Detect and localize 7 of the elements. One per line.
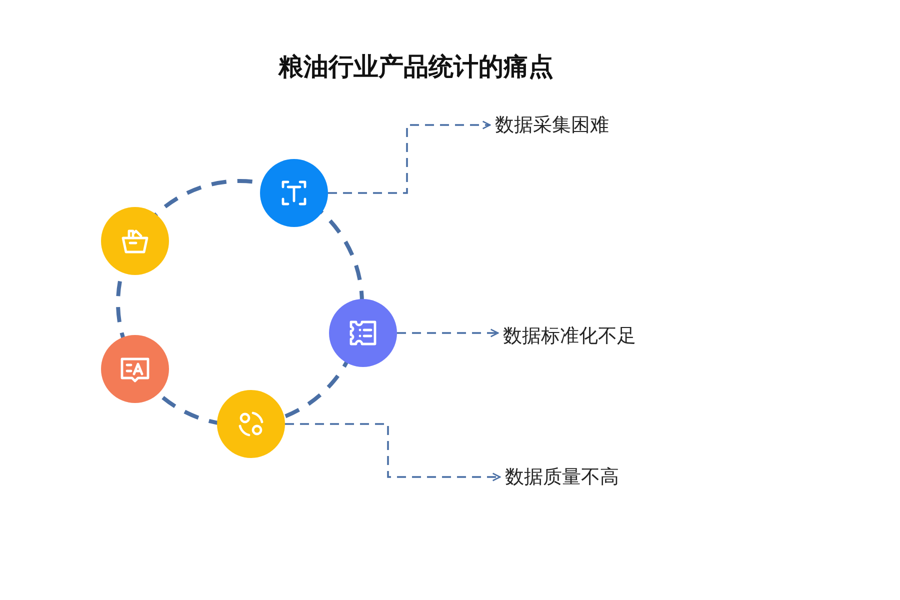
pain-point-label: 数据标准化不足 (503, 324, 636, 348)
diagram-title: 粮油行业产品统计的痛点 (277, 51, 554, 83)
dashed-arrow (328, 120, 491, 194)
pain-point-label: 数据采集困难 (495, 113, 609, 137)
dashed-arrow (397, 328, 499, 338)
dashed-arrow (285, 423, 501, 482)
pain-point-label: 数据质量不高 (505, 465, 619, 489)
